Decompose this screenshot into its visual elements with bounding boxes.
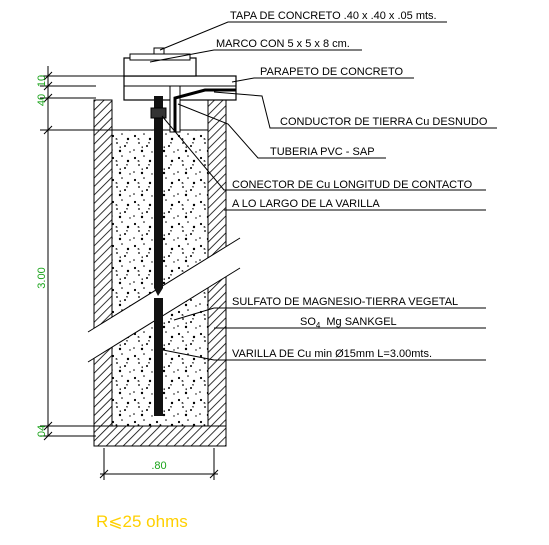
dim-top-a: 10 [36, 75, 48, 87]
dim-top-b: 40 [36, 94, 48, 106]
label-tuberia: TUBERIA PVC - SAP [270, 146, 375, 158]
resistance-note: R⩽25 ohms [96, 512, 188, 531]
label-tapa: TAPA DE CONCRETO .40 x .40 x .05 mts. [230, 10, 437, 22]
horizontal-dimension: .80 [99, 448, 219, 480]
label-parapeto: PARAPETO DE CONCRETO [260, 66, 403, 78]
rod-connector [150, 107, 167, 119]
dim-width: .80 [151, 460, 166, 472]
ground-conductor [173, 88, 236, 132]
label-conductor: CONDUCTOR DE TIERRA Cu DESNUDO [280, 116, 488, 128]
break-band [88, 238, 240, 362]
bottom-wall [93, 425, 227, 447]
dim-bottom: 04 [36, 425, 48, 437]
label-sulfato: SULFATO DE MAGNESIO-TIERRA VEGETAL [232, 296, 458, 308]
label-varilla: VARILLA DE Cu min Ø15mm L=3.00mts. [232, 348, 432, 360]
leader-lines [149, 21, 497, 361]
copper-rod [154, 96, 163, 288]
label-conector-1: CONECTOR DE Cu LONGITUD DE CONTACTO [232, 179, 473, 191]
label-marco: MARCO CON 5 x 5 x 8 cm. [216, 38, 350, 50]
label-conector-2: A LO LARGO DE LA VARILLA [232, 198, 380, 210]
vertical-dimensions: 10 40 3.00 04 [36, 66, 124, 441]
frame [129, 53, 191, 61]
concrete-cover [123, 57, 197, 77]
left-wall [93, 99, 113, 447]
dim-depth: 3.00 [36, 267, 48, 288]
